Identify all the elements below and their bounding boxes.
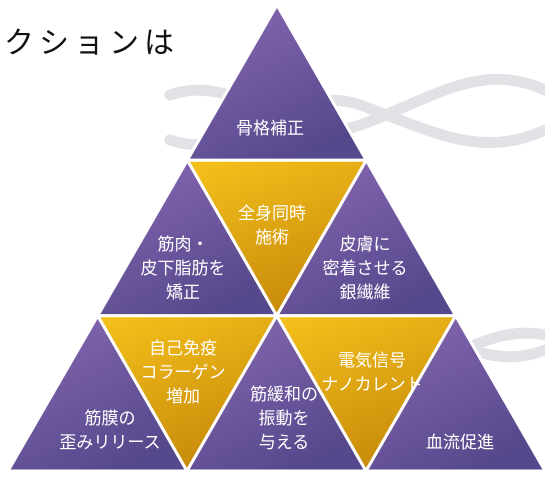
pyramid-cell-blood-flow bbox=[364, 314, 545, 473]
pyramid-label-line: 筋緩和の bbox=[250, 385, 318, 405]
pyramid-label-line: 全身同時 bbox=[238, 204, 306, 224]
pyramid-label-line: コラーゲン bbox=[141, 363, 226, 383]
pyramid-label-nano-current: 電気信号ナノカレント bbox=[321, 351, 422, 395]
pyramid-label-muscle-fat-correction: 筋肉・皮下脂肪を矯正 bbox=[141, 235, 226, 303]
pyramid-label-fascia-release: 筋膜の歪みリリース bbox=[59, 409, 160, 453]
pyramid-label-skeletal-correction: 骨格補正 bbox=[236, 119, 304, 139]
pyramid-label-line: 銀繊維 bbox=[340, 283, 391, 303]
pyramid-label-line: 振動を bbox=[259, 409, 310, 429]
pyramid-label-silver-fiber: 皮膚に密着させる銀繊維 bbox=[323, 235, 408, 303]
pyramid-label-line: 皮膚に bbox=[340, 235, 391, 255]
pyramid-label-line: 施術 bbox=[255, 228, 289, 248]
section-heading: クションは bbox=[4, 26, 179, 61]
pyramid-label-line: 骨格補正 bbox=[236, 119, 304, 139]
pyramid-label-line: 自己免疫 bbox=[149, 339, 217, 359]
pyramid-label-line: 矯正 bbox=[166, 283, 200, 303]
pyramid-label-whole-body-treatment: 全身同時施術 bbox=[238, 204, 306, 248]
pyramid-labels: 骨格補正全身同時施術筋肉・皮下脂肪を矯正皮膚に密着させる銀繊維筋膜の歪みリリース… bbox=[59, 119, 494, 453]
pyramid-label-line: 密着させる bbox=[323, 259, 408, 279]
pyramid-label-line: 筋膜の bbox=[85, 409, 136, 429]
pyramid-label-line: ナノカレント bbox=[321, 375, 422, 395]
pyramid-label-line: 与える bbox=[259, 433, 310, 453]
pyramid-label-line: 筋肉・ bbox=[158, 235, 209, 255]
pyramid-label-line: 血流促進 bbox=[426, 433, 494, 453]
pyramid-label-line: 増加 bbox=[166, 387, 200, 407]
pyramid-label-line: 電気信号 bbox=[338, 351, 406, 371]
pyramid-label-immunity-collagen: 自己免疫コラーゲン増加 bbox=[141, 339, 226, 407]
pyramid-label-line: 歪みリリース bbox=[59, 433, 160, 453]
pyramid-label-muscle-relax-vibration: 筋緩和の振動を与える bbox=[250, 385, 318, 453]
pyramid-label-line: 皮下脂肪を bbox=[141, 259, 226, 279]
pyramid-cells bbox=[6, 3, 545, 473]
pyramid-label-blood-flow: 血流促進 bbox=[426, 433, 494, 453]
